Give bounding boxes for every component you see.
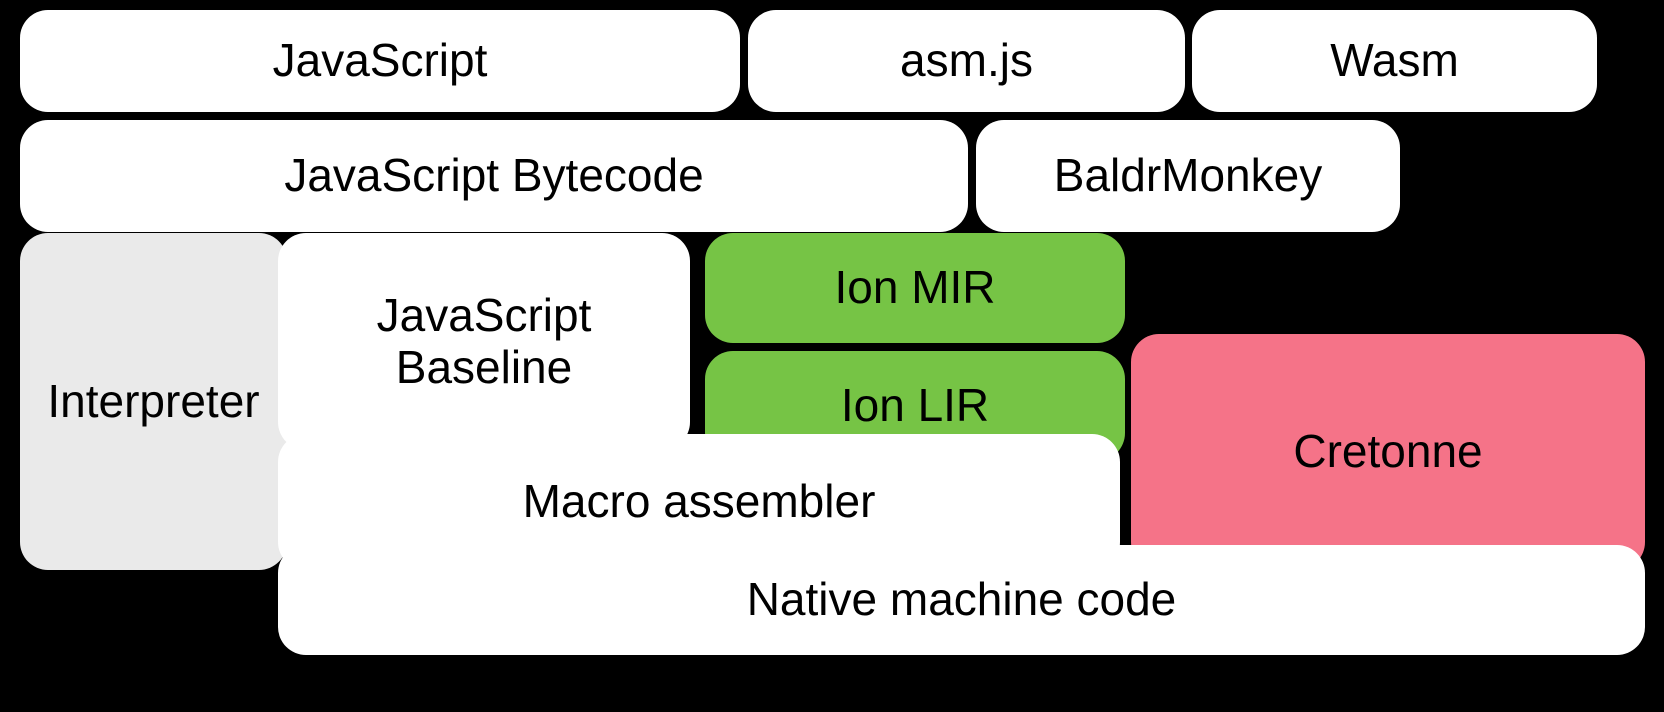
box-interpreter[interactable]: Interpreter [20, 233, 287, 570]
box-baldrmonkey[interactable]: BaldrMonkey [976, 120, 1400, 232]
box-javascript-baseline[interactable]: JavaScript Baseline [278, 233, 690, 450]
box-ion-mir[interactable]: Ion MIR [705, 233, 1125, 343]
box-wasm[interactable]: Wasm [1192, 10, 1597, 112]
box-native-machine-code[interactable]: Native machine code [278, 545, 1645, 655]
box-javascript-bytecode[interactable]: JavaScript Bytecode [20, 120, 968, 232]
box-asmjs[interactable]: asm.js [748, 10, 1185, 112]
box-cretonne[interactable]: Cretonne [1131, 334, 1645, 570]
box-javascript[interactable]: JavaScript [20, 10, 740, 112]
